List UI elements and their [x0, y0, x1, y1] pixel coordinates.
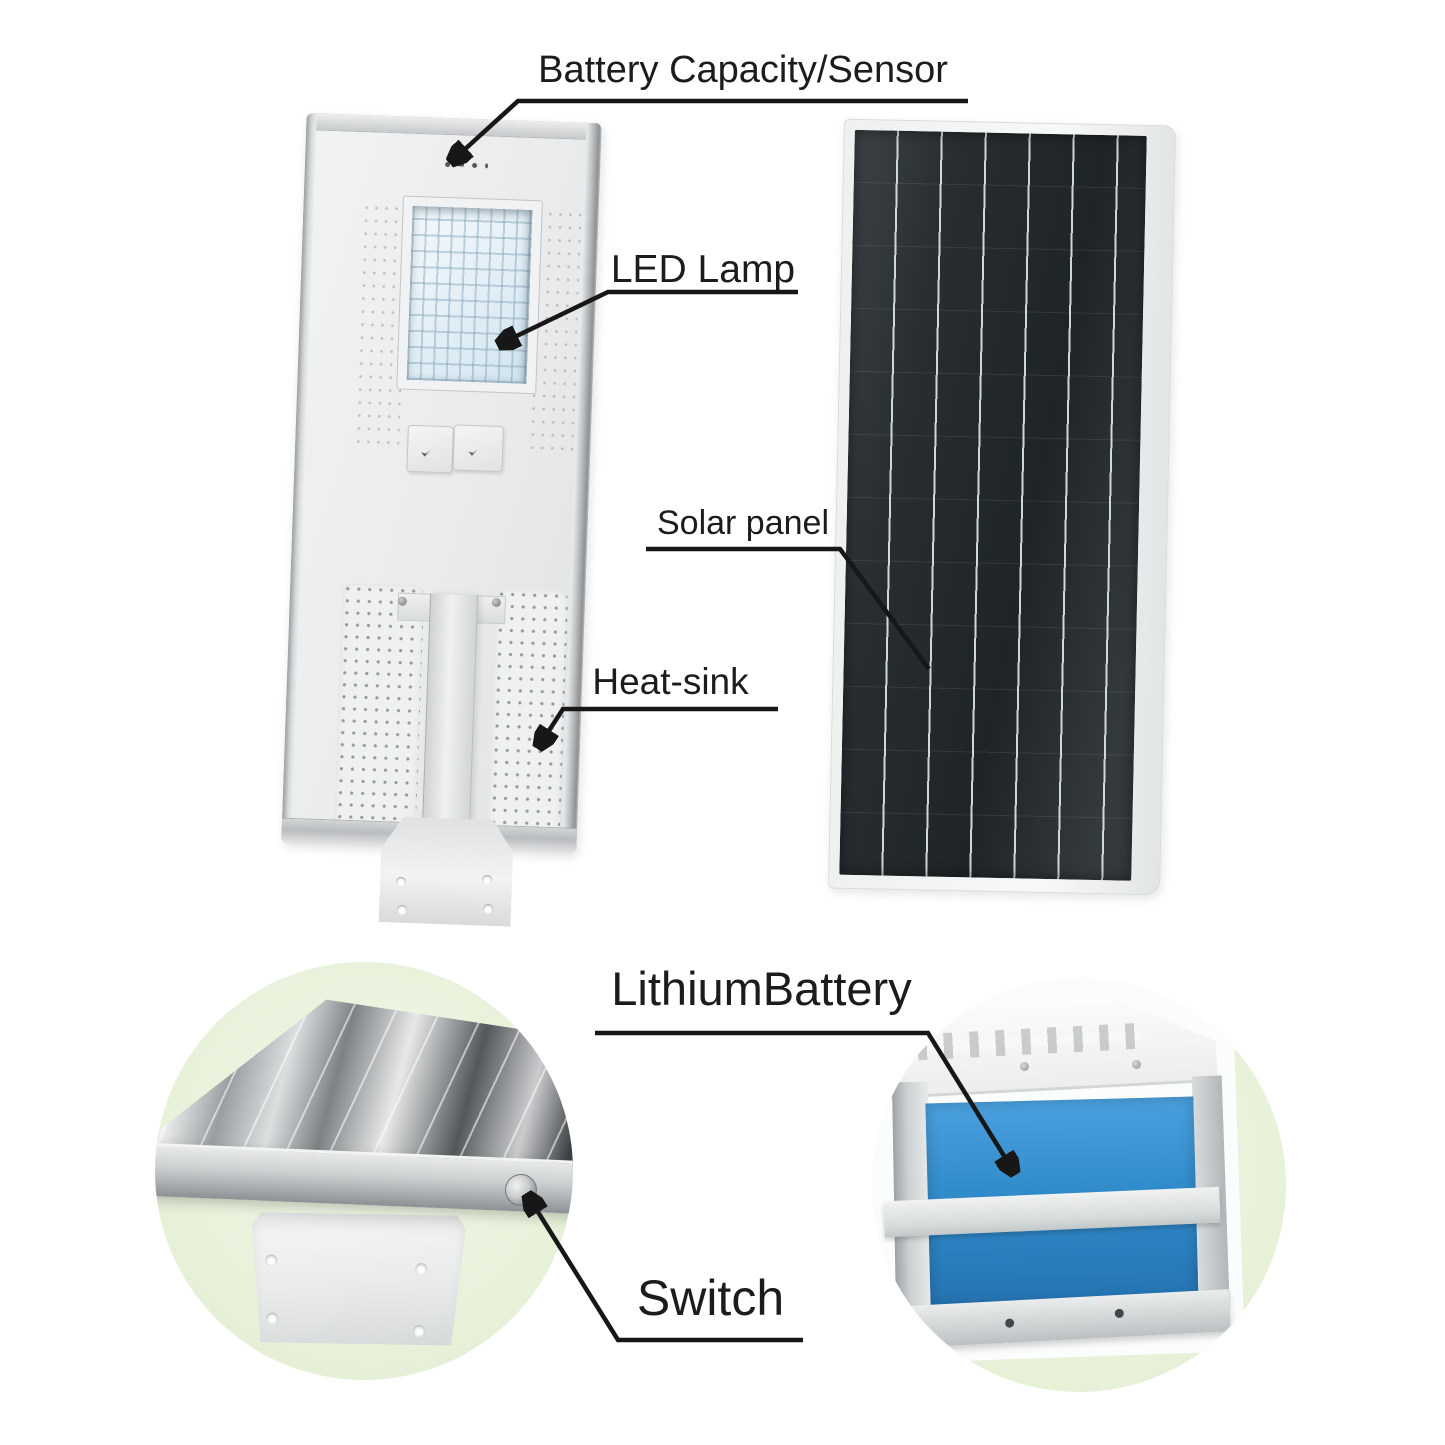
mounting-hook-left: [406, 424, 454, 474]
mounting-base-plate: [379, 816, 515, 927]
bolt-hole: [1114, 1308, 1125, 1319]
mounting-bracket: [250, 1212, 466, 1346]
indicator-dot: [472, 162, 478, 169]
indicator-dot: [458, 163, 465, 167]
switch-closeup-circle: [155, 962, 573, 1380]
solar-panel-label: Solar panel: [656, 504, 829, 542]
cover-markings: [891, 1023, 1142, 1062]
screw-icon: [1020, 1062, 1029, 1071]
switch-label: Switch: [636, 1270, 785, 1326]
bolt-hole: [482, 875, 492, 885]
heat-sink-right: [487, 587, 569, 843]
indicator-dot: [485, 163, 489, 169]
bolt-hole: [1004, 1318, 1015, 1328]
pole-mount-fin: [421, 593, 479, 852]
battery-closeup-circle: [872, 978, 1286, 1392]
heat-sink-label: Heat-sink: [592, 661, 749, 702]
bolt-hole: [415, 1263, 427, 1275]
bolt-hole: [266, 1312, 278, 1324]
bolt-hole: [413, 1325, 425, 1337]
indicator-dot: [445, 161, 451, 168]
mounting-hook-right: [452, 424, 505, 473]
bolt-hole: [396, 877, 406, 887]
screw-icon: [468, 449, 477, 456]
street-light-back-view: [281, 113, 602, 853]
bolt-hole: [265, 1254, 277, 1266]
solar-cells: [839, 129, 1147, 881]
solar-panel-front-view: [827, 118, 1177, 896]
battery-sensor-label: Battery Capacity/Sensor: [538, 49, 948, 91]
screw-icon: [1132, 1060, 1141, 1069]
led-lamp-label: LED Lamp: [610, 248, 796, 291]
switch-button: [505, 1174, 537, 1206]
lithium-battery-label: LithiumBattery: [611, 962, 912, 1015]
screw-icon: [421, 450, 430, 457]
bolt-hole: [483, 904, 493, 914]
led-lamp-window: [396, 195, 543, 395]
bolt-hole: [397, 905, 407, 915]
